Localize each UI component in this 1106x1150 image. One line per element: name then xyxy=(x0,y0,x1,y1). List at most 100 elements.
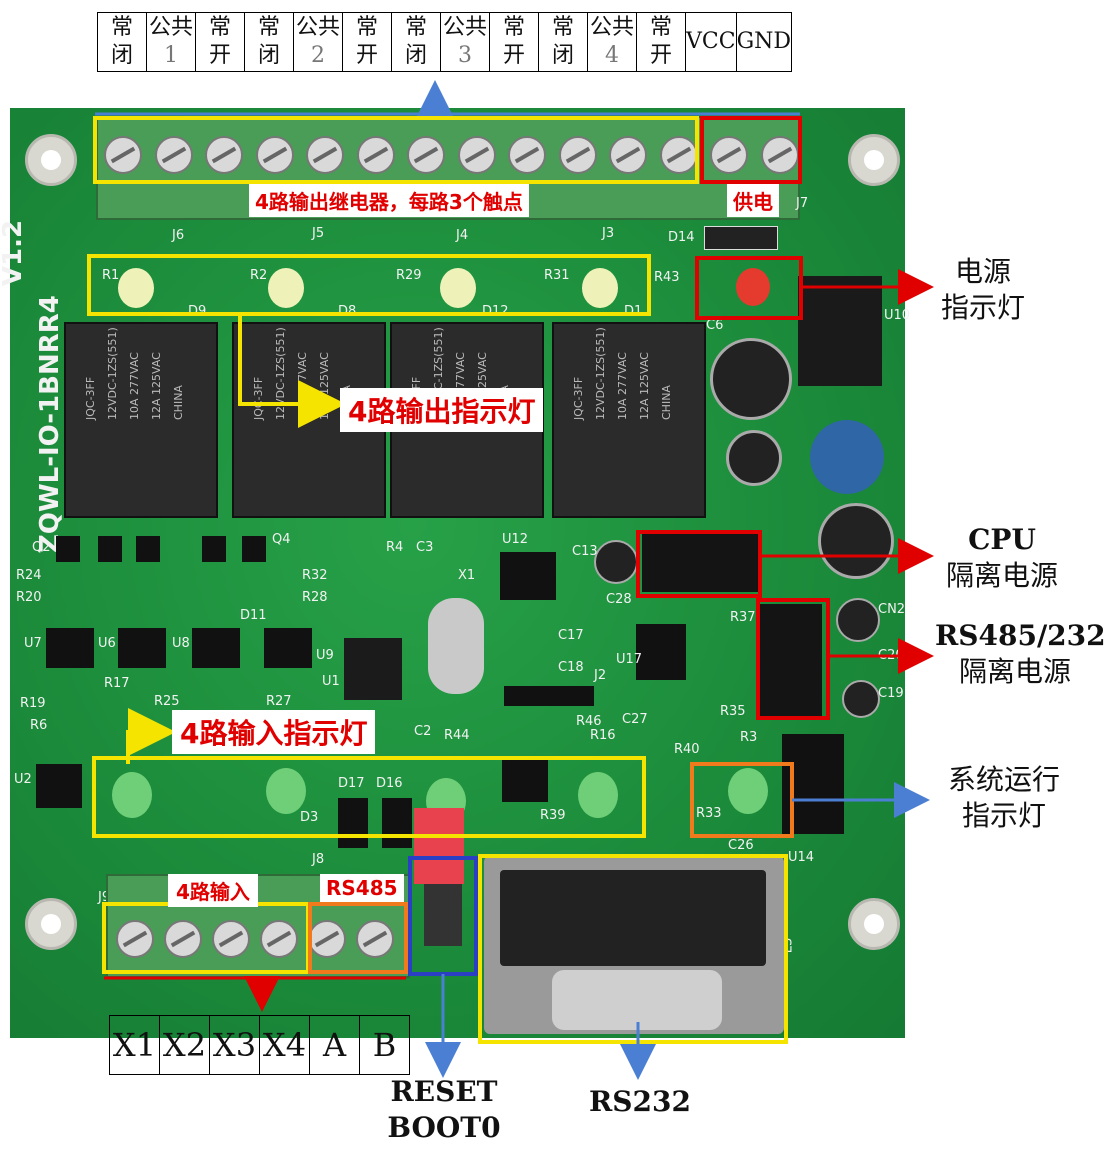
mounting-hole-bottom-right xyxy=(848,898,900,950)
top-terminal-label-line1: 常 xyxy=(551,15,574,40)
rs-iso-side-label-2: 隔离电源 xyxy=(958,655,1071,688)
silk-r1: R1 xyxy=(102,268,120,283)
silk-u8: U8 xyxy=(172,636,190,651)
rs485-label: RS485 xyxy=(320,874,404,902)
regulator-u12 xyxy=(500,552,556,600)
silk-r24: R24 xyxy=(16,568,42,583)
capacitor-c19 xyxy=(836,598,880,642)
top-terminal-cell: 常开 xyxy=(342,12,392,72)
db9-shell xyxy=(500,870,766,966)
boot-switch-body xyxy=(414,808,464,884)
top-terminal-cell: 常闭 xyxy=(538,12,588,72)
db9-plug xyxy=(552,970,722,1030)
silk-c6: C6 xyxy=(706,318,724,333)
inputs-box xyxy=(102,902,310,974)
power-led-side-label-2: 指示灯 xyxy=(940,291,1025,324)
silk-r35: R35 xyxy=(720,704,746,719)
top-terminal-label-line1: 常 xyxy=(649,15,672,40)
silk-x1: X1 xyxy=(458,568,476,583)
silk-c27: C27 xyxy=(622,712,648,727)
silk-r6: R6 xyxy=(30,718,48,733)
input-led-4 xyxy=(578,772,618,818)
top-terminal-label-line2: 开 xyxy=(502,43,525,68)
relay-terminal-box xyxy=(93,116,699,184)
bottom-terminal-screw xyxy=(260,920,298,958)
silk-r20: R20 xyxy=(16,590,42,605)
silk-c19: CN2 xyxy=(878,602,906,617)
silk-d14: D14 xyxy=(668,230,695,245)
silk-r37: R37 xyxy=(730,610,756,625)
rs485-isolation-module xyxy=(760,604,822,716)
transistor-3 xyxy=(136,536,160,562)
run-led xyxy=(728,768,768,814)
top-terminal-label-line1: VCC xyxy=(686,29,736,54)
mounting-hole-top-right xyxy=(848,134,900,186)
boot-switch[interactable] xyxy=(424,884,462,946)
cpu-iso-side-label: CPU 隔离电源 xyxy=(932,522,1072,594)
silk-r43: R43 xyxy=(654,270,680,285)
power-led-side-label-1: 电源 xyxy=(954,255,1011,288)
top-terminal-label-line1: 公共 xyxy=(148,15,193,40)
rs-iso-side-label: RS485/232 隔离电源 xyxy=(935,618,1106,690)
power-led-side-label: 电源 指示灯 xyxy=(928,254,1038,326)
rs485-box xyxy=(308,902,408,974)
bottom-terminal-cell: B xyxy=(359,1015,410,1075)
pcb-board: ZQWL-IO-1BNRR4 V1.2 J6 J5 J4 J3 J7 R1 R2… xyxy=(0,108,910,1038)
top-terminal-screw xyxy=(407,136,445,174)
top-terminal-label-line1: 常 xyxy=(404,15,427,40)
top-terminal-label-line1: 公共 xyxy=(589,15,634,40)
input-led-arrow xyxy=(126,708,176,764)
connector-j3: J3 xyxy=(602,226,615,241)
capacitor-small-1 xyxy=(726,430,782,486)
silk-d11: D11 xyxy=(240,608,267,623)
optocoupler-u8 xyxy=(192,628,240,668)
silk-c26: C26 xyxy=(728,838,754,853)
silk-r19: R19 xyxy=(20,696,46,711)
bottom-terminal-screw xyxy=(212,920,250,958)
inputs-label: 4路输入 xyxy=(168,874,258,907)
silk-r28: R28 xyxy=(302,590,328,605)
silk-c18: C18 xyxy=(558,660,584,675)
silk-r3: R3 xyxy=(740,730,758,745)
top-terminal-label-line2: 闭 xyxy=(257,43,280,68)
top-terminal-label-line2: 3 xyxy=(458,43,472,68)
silk-u14: U14 xyxy=(788,850,815,865)
silk-c3: C3 xyxy=(416,540,434,555)
bottom-terminal-cell: X4 xyxy=(259,1015,310,1075)
optocoupler-4 xyxy=(264,628,312,668)
top-terminal-screw xyxy=(558,136,597,174)
top-terminal-label-line1: 常 xyxy=(502,15,525,40)
mounting-hole-bottom-left xyxy=(25,898,77,950)
chip-u2 xyxy=(36,764,82,808)
connector-j5: J5 xyxy=(312,226,325,241)
silk-c20: C19 xyxy=(878,686,904,701)
top-terminal-cell: 常开 xyxy=(636,12,686,72)
top-terminal-screw xyxy=(104,136,142,174)
input-led-box xyxy=(92,756,646,838)
optocoupler-u7 xyxy=(46,628,94,668)
top-terminal-label-line2: 闭 xyxy=(110,43,133,68)
transistor-4 xyxy=(202,536,226,562)
silk-d3: D3 xyxy=(300,810,319,825)
silk-u12: U12 xyxy=(502,532,529,547)
top-terminal-cell: 常开 xyxy=(489,12,539,72)
silk-r40: R40 xyxy=(674,742,700,757)
run-led-side-label-1: 系统运行 xyxy=(947,763,1060,796)
connector-j7: J7 xyxy=(796,196,809,211)
top-terminal-screw xyxy=(508,136,546,174)
silk-j2: J2 xyxy=(594,668,607,683)
silk-r27: R27 xyxy=(266,694,292,709)
top-terminal-screw xyxy=(457,136,496,174)
pin-header-j2 xyxy=(504,686,594,706)
silk-r4: R4 xyxy=(386,540,404,555)
top-terminal-screw xyxy=(356,136,395,174)
top-terminal-label-line2: 闭 xyxy=(404,43,427,68)
top-terminal-label-line2: 4 xyxy=(605,43,619,68)
rs-iso-side-label-1: RS485/232 xyxy=(935,619,1106,652)
run-led-side-label-2: 指示灯 xyxy=(961,799,1046,832)
silk-u17: U17 xyxy=(616,652,643,667)
